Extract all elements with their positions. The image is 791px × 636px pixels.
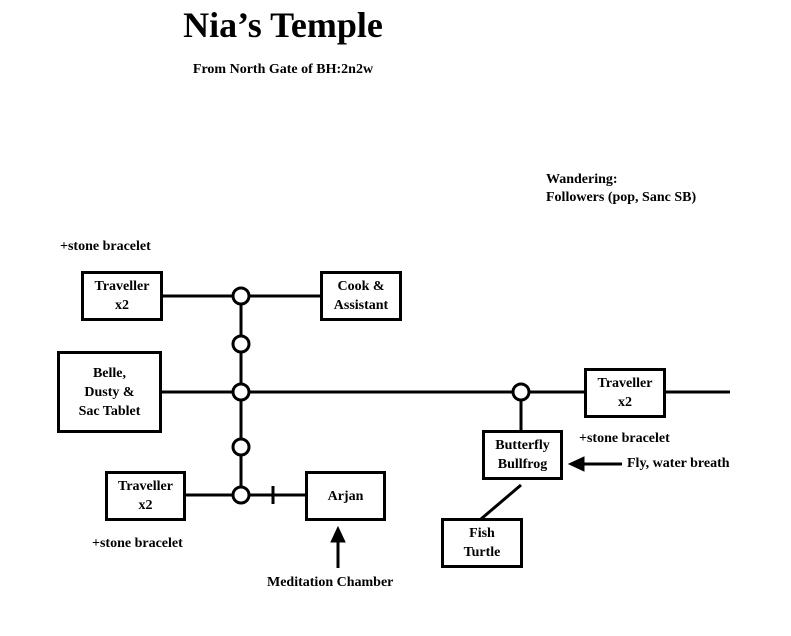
room-label: x2 xyxy=(138,498,153,513)
room-traveller-top: Traveller x2 xyxy=(81,271,163,321)
room-label: Belle, xyxy=(92,365,127,381)
room-label: Assistant xyxy=(333,298,389,313)
room-label: Fish xyxy=(469,526,495,541)
room-label: Sac Tablet xyxy=(78,403,141,419)
room-node xyxy=(511,382,531,402)
wandering-text: Followers (pop, Sanc SB) xyxy=(546,190,697,205)
room-label: Turtle xyxy=(463,545,501,560)
room-node xyxy=(231,485,251,505)
room-label: Traveller xyxy=(118,479,173,494)
room-label: x2 xyxy=(115,298,129,313)
room-traveller-bottom: Traveller x2 xyxy=(105,471,186,521)
wandering-label: Wandering: xyxy=(546,172,618,187)
room-arjan: Arjan xyxy=(305,471,386,521)
room-label: Cook & xyxy=(337,279,385,294)
room-cook-assistant: Cook & Assistant xyxy=(320,271,402,321)
room-label: Traveller xyxy=(597,376,653,391)
note-stone-bracelet-right: +stone bracelet xyxy=(579,431,670,446)
note-fly-water-breath: Fly, water breath xyxy=(627,456,730,471)
room-label: x2 xyxy=(618,395,632,410)
room-label: Dusty & xyxy=(84,384,135,400)
room-node xyxy=(231,286,251,306)
room-node xyxy=(231,334,251,354)
page-title: Nia’s Temple xyxy=(183,5,383,45)
corridor-diagonal xyxy=(480,483,522,521)
note-meditation-chamber: Meditation Chamber xyxy=(267,575,394,590)
room-label: Bullfrog xyxy=(497,457,548,472)
room-traveller-right: Traveller x2 xyxy=(584,368,666,418)
arrow-up-icon xyxy=(330,525,346,543)
note-stone-bracelet-bottom: +stone bracelet xyxy=(92,536,183,551)
page-subtitle: From North Gate of BH:2n2w xyxy=(192,62,374,77)
room-node xyxy=(231,382,251,402)
room-node xyxy=(231,437,251,457)
arrow-left-icon xyxy=(567,456,585,472)
room-label: Arjan xyxy=(327,488,364,504)
room-label: Traveller xyxy=(94,279,150,294)
note-stone-bracelet-top: +stone bracelet xyxy=(60,239,151,254)
room-belle-dusty: Belle, Dusty & Sac Tablet xyxy=(57,351,162,433)
room-label: Butterfly xyxy=(495,438,550,453)
